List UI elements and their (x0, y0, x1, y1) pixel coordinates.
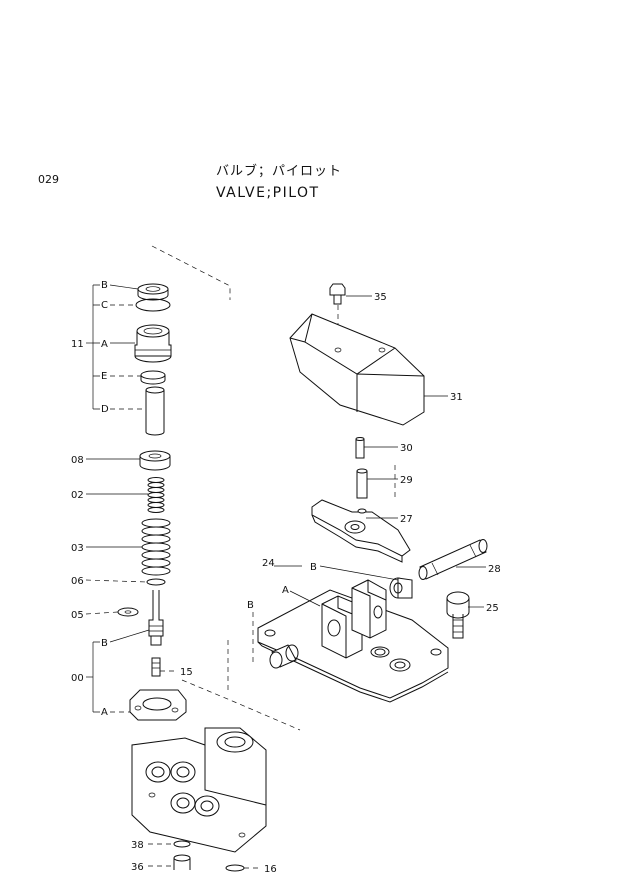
label-02: 02 (71, 490, 84, 501)
right-assembly: 35 31 30 29 27 24 B A B 28 25 (227, 283, 501, 703)
guide-line-top (151, 245, 231, 300)
part-B-bushing (269, 644, 299, 669)
label-31: 31 (450, 392, 463, 403)
part-A-gasket-plate (129, 689, 187, 721)
part-30-pin (355, 437, 365, 459)
part-B-cap (137, 283, 169, 301)
part-05-shim (117, 607, 139, 617)
label-15: 15 (180, 667, 193, 678)
part-E-ring (140, 370, 166, 385)
label-28: 28 (488, 564, 501, 575)
part-03-spring (141, 518, 171, 576)
title-japanese: バルブ；パイロット (216, 164, 343, 179)
label-E: E (101, 371, 107, 382)
part-38-o-ring (173, 840, 191, 848)
part-A-base-plate (257, 579, 449, 703)
label-C: C (101, 300, 108, 311)
label-30: 30 (400, 443, 413, 454)
part-02-spring (147, 477, 165, 513)
label-35: 35 (374, 292, 387, 303)
left-assembly: B C 11 A E D 08 02 03 06 05 B 00 A 15 38… (71, 245, 301, 873)
label-25: 25 (486, 603, 499, 614)
part-27-lever (311, 499, 411, 563)
part-31-cover (289, 313, 425, 426)
label-05: 05 (71, 610, 84, 621)
label-A-24: A (282, 585, 289, 596)
part-08-seat (139, 450, 171, 471)
label-08: 08 (71, 455, 84, 466)
part-25-bolt (446, 591, 470, 639)
label-B-left: B (247, 600, 254, 611)
label-B-00: B (101, 638, 108, 649)
label-D: D (101, 404, 109, 415)
part-D-sleeve (145, 386, 165, 436)
label-B-top: B (101, 280, 108, 291)
part-valve-body (131, 727, 267, 853)
label-36: 36 (131, 862, 144, 873)
part-36-plug (173, 854, 191, 870)
label-06: 06 (71, 576, 84, 587)
label-11: 11 (71, 339, 84, 350)
part-24-bushing (389, 577, 413, 599)
page-code: 029 (38, 173, 59, 186)
label-24: 24 (262, 558, 275, 569)
guide-line-lower (181, 679, 301, 731)
part-A-plug (134, 324, 172, 363)
part-spool (148, 590, 164, 646)
label-A-00: A (101, 707, 108, 718)
label-00: 00 (71, 673, 84, 684)
label-A-11: A (101, 339, 108, 350)
label-27: 27 (400, 514, 413, 525)
part-C-o-ring (135, 298, 171, 312)
part-29-pin (356, 468, 368, 499)
label-03: 03 (71, 543, 84, 554)
leader-B (109, 284, 139, 290)
label-38: 38 (131, 840, 144, 851)
label-16: 16 (264, 864, 277, 873)
title-english: VALVE;PILOT (216, 185, 320, 201)
part-06-washer (146, 578, 166, 586)
label-B-24: B (310, 562, 317, 573)
part-16-o-ring (225, 864, 245, 872)
label-29: 29 (400, 475, 413, 486)
part-28-shaft (418, 539, 488, 580)
part-15-pin (151, 657, 161, 677)
